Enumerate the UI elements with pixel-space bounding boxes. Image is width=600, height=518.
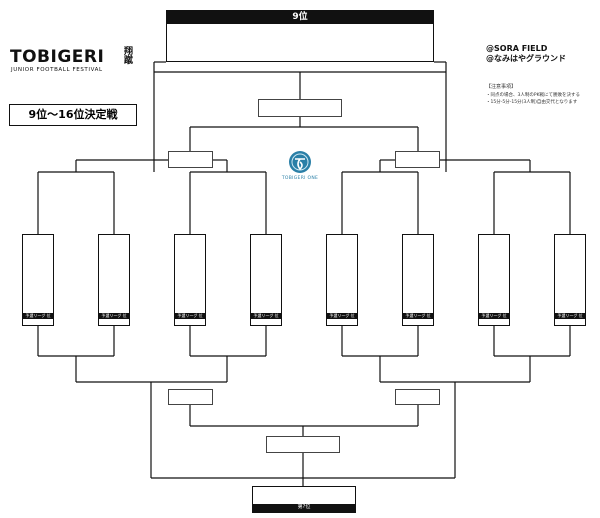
logo-title: TOBIGERI (10, 47, 105, 67)
team-slot-footer: 予選リーグ 位 (251, 313, 281, 319)
final-bottom-footer: 第?位 (253, 504, 355, 512)
qf-loser-bottom-left[interactable] (168, 389, 213, 405)
emblem-text: TOBIGERI ONE (281, 176, 319, 181)
qf-winner-top-left[interactable] (168, 151, 213, 168)
team-slot-footer: 予選リーグ 位 (555, 313, 585, 319)
logo-subtitle: JUNIOR FOOTBALL FESTIVAL (11, 67, 103, 73)
team-slot-8[interactable]: 予選リーグ 位 (554, 234, 586, 326)
team-slot-5[interactable]: 予選リーグ 位 (326, 234, 358, 326)
venue-sora-field: @SORA FIELD (486, 44, 548, 53)
team-slot-footer: 予選リーグ 位 (175, 313, 205, 319)
qf-loser-bottom-right[interactable] (395, 389, 440, 405)
event-logo: TOBIGERI 翔 蹴 JUNIOR FOOTBALL FESTIVAL (10, 47, 140, 73)
team-slot-3[interactable]: 予選リーグ 位 (174, 234, 206, 326)
tobigeri-emblem-icon (289, 151, 311, 173)
team-slot-4[interactable]: 予選リーグ 位 (250, 234, 282, 326)
qf-winner-top-right[interactable] (395, 151, 440, 168)
final-bottom-box[interactable]: 第?位 (252, 486, 356, 513)
semifinal-winner-top[interactable] (258, 99, 342, 117)
team-slot-footer: 予選リーグ 位 (23, 313, 53, 319)
notes-item-1: ・同点の場合、3人制のPK戦にて勝敗を決する (486, 93, 581, 98)
team-slot-footer: 予選リーグ 位 (479, 313, 509, 319)
page-title: 9位〜16位決定戦 (9, 104, 137, 126)
final-ninth-box[interactable]: 9位 (166, 10, 434, 62)
final-ninth-header: 9位 (167, 11, 433, 24)
notes-heading: 【注意事項】 (486, 84, 517, 90)
semifinal-loser-bottom[interactable] (266, 436, 340, 453)
team-slot-2[interactable]: 予選リーグ 位 (98, 234, 130, 326)
team-slot-6[interactable]: 予選リーグ 位 (402, 234, 434, 326)
team-slot-footer: 予選リーグ 位 (327, 313, 357, 319)
team-slot-footer: 予選リーグ 位 (403, 313, 433, 319)
logo-kanji-1: 翔 (124, 47, 134, 57)
venue-namihaya-ground: @なみはやグラウンド (486, 54, 566, 63)
team-slot-1[interactable]: 予選リーグ 位 (22, 234, 54, 326)
notes-item-2: ・15分-5分-15分(3人制)自由交代となります (486, 100, 578, 105)
team-slot-7[interactable]: 予選リーグ 位 (478, 234, 510, 326)
logo-kanji-2: 蹴 (124, 56, 134, 66)
tobigeri-emblem: TOBIGERI ONE (281, 150, 319, 192)
team-slot-footer: 予選リーグ 位 (99, 313, 129, 319)
